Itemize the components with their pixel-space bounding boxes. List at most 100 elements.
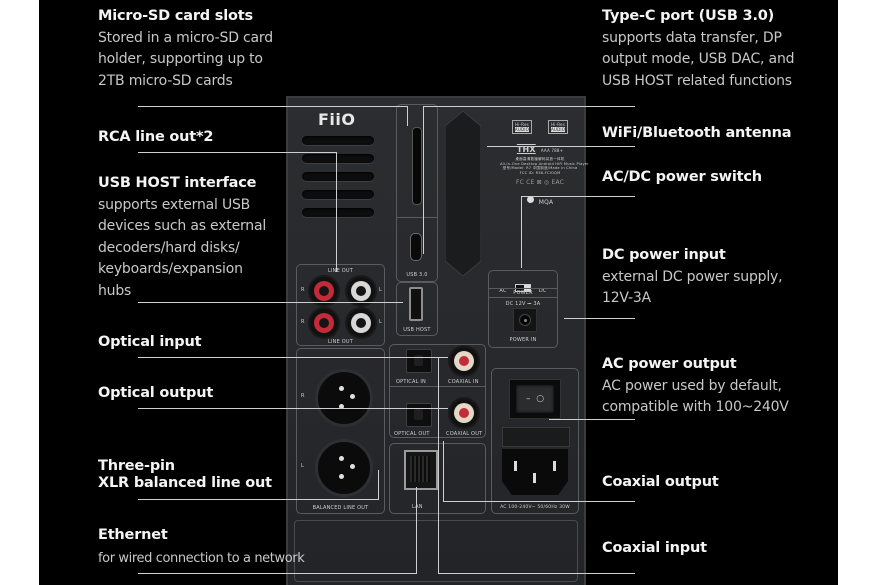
callout-desc: devices such as external (98, 218, 267, 234)
usb-c-port[interactable] (410, 233, 422, 261)
leader-line (438, 573, 635, 574)
diagram-canvas: Micro-SD card slots Stored in a micro-SD… (39, 0, 838, 585)
leader-line (138, 302, 403, 303)
switch-ac-label: AC (499, 288, 507, 294)
ac-rocker-switch[interactable]: – ○ (509, 379, 561, 419)
leader-line (521, 196, 635, 197)
vent-slot (302, 172, 374, 181)
hires-badge-bottom: AUDIO (551, 127, 566, 132)
callout-type-c: Type-C port (USB 3.0) supports data tran… (602, 6, 832, 92)
l-label: L (301, 463, 304, 469)
callout-ac-output: AC power output AC power used by default… (602, 354, 832, 419)
callout-title: RCA line out*2 (98, 129, 214, 145)
rca-left-bottom[interactable] (347, 309, 375, 337)
usb-a-port[interactable] (409, 287, 423, 321)
rca-left-top[interactable] (347, 277, 375, 305)
thx-model: AAA 788+ (540, 148, 564, 153)
l-label: L (379, 319, 382, 325)
callout-title: WiFi/Bluetooth antenna (602, 125, 792, 141)
coaxial-in-label: COAXIAL IN (448, 379, 479, 385)
callout-ethernet: Ethernet for wired connection to a netwo… (98, 523, 318, 571)
callout-micro-sd: Micro-SD card slots Stored in a micro-SD… (98, 6, 298, 92)
coaxial-out-port[interactable] (450, 399, 478, 427)
rca-right-bottom[interactable] (310, 309, 338, 337)
callout-title: Coaxial output (602, 474, 719, 490)
callout-coaxial-input: Coaxial input (602, 538, 707, 560)
optical-in-label: OPTICAL IN (396, 379, 426, 385)
callout-title: AC power output (602, 356, 737, 372)
power-in-label: POWER IN (509, 337, 537, 343)
iec-inlet[interactable] (502, 449, 568, 495)
antenna-icon (445, 111, 481, 276)
device-back-panel: FiiO USB 3.0 USB HOST Hi-Res AUDIO (286, 96, 589, 585)
lan-label: LAN (412, 504, 423, 510)
line-out-bottom-label: LINE OUT (328, 339, 353, 345)
vent-slot (302, 154, 374, 163)
usb3-label: USB 3.0 (406, 272, 428, 278)
ac-spec-label: AC 100-240V~ 50/60Hz 30W (500, 505, 570, 510)
callout-desc: for wired connection to a network (98, 551, 305, 566)
callout-desc: compatible with 100~240V (602, 399, 789, 415)
callout-desc: external DC power supply, (602, 268, 783, 285)
leader-line (423, 106, 635, 107)
callout-title: Type-C port (USB 3.0) (602, 8, 775, 24)
callout-desc: AC power used by default, (602, 377, 782, 394)
vent-slot (302, 136, 374, 145)
callout-antenna: WiFi/Bluetooth antenna (602, 123, 792, 145)
ethernet-port[interactable] (404, 450, 438, 490)
callout-desc: 12V-3A (602, 290, 651, 306)
coaxial-out-label: COAXIAL OUT (446, 431, 483, 437)
leader-line (438, 358, 439, 573)
leader-line (138, 106, 408, 107)
callout-desc: keyboards/expansion (98, 261, 243, 277)
optical-out-port[interactable] (406, 403, 432, 427)
coaxial-in-port[interactable] (450, 347, 478, 375)
switch-on-mark: ○ (536, 394, 545, 404)
micro-sd-slot[interactable] (412, 127, 422, 205)
ac-dc-switch[interactable] (514, 283, 531, 292)
fuse-holder (502, 427, 570, 447)
leader-line (336, 152, 337, 272)
callout-title: Micro-SD card slots (98, 8, 253, 24)
r-label: R (301, 287, 305, 293)
cert-marks: FC CE ⊠ ◎ EAC (515, 179, 565, 186)
callout-desc: decoders/hard disks/ (98, 239, 240, 256)
balanced-label: BALANCED LINE OUT (312, 505, 369, 511)
brand-logo: FiiO (318, 110, 356, 129)
power-label: POWER (513, 290, 533, 296)
switch-dc-label: DC (538, 288, 547, 294)
callout-title: Coaxial input (602, 540, 707, 556)
vent-slot (302, 190, 374, 199)
fcc-line: FCC ID: R56-FCIOQM (519, 171, 561, 175)
usb-host-panel: USB HOST (396, 282, 438, 336)
callout-desc: output mode, USB DAC, and (602, 51, 795, 67)
leader-line (443, 501, 635, 502)
rca-right-top[interactable] (310, 277, 338, 305)
hires-badge: Hi-Res AUDIO (511, 120, 532, 134)
usb-host-label: USB HOST (403, 327, 431, 333)
hires-badge-top: Hi-Res (551, 122, 565, 127)
callout-title-line2: XLR balanced line out (98, 475, 272, 491)
callout-title: USB HOST interface (98, 175, 257, 191)
callout-desc: holder, supporting up to (98, 51, 263, 67)
leader-line (564, 318, 635, 319)
xlr-left[interactable] (315, 439, 373, 497)
bottom-rail (294, 520, 578, 582)
mqa-icon (526, 196, 534, 203)
leader-line (416, 487, 417, 574)
leader-line (138, 357, 448, 358)
l-label: L (379, 287, 382, 293)
optical-in-port[interactable] (406, 349, 432, 373)
switch-off-mark: – (525, 394, 531, 404)
xlr-right[interactable] (315, 369, 373, 427)
callout-title: Ethernet (98, 527, 168, 543)
lan-panel: LAN (389, 443, 486, 514)
callout-optical-output: Optical output (98, 383, 213, 405)
thx-logo: THX (516, 145, 536, 154)
leader-line (487, 146, 635, 147)
callout-optical-input: Optical input (98, 332, 202, 354)
callout-title: Three-pin (98, 458, 175, 474)
callout-coaxial-output: Coaxial output (602, 472, 719, 494)
dc-jack[interactable] (513, 308, 537, 332)
leader-line (407, 106, 408, 126)
